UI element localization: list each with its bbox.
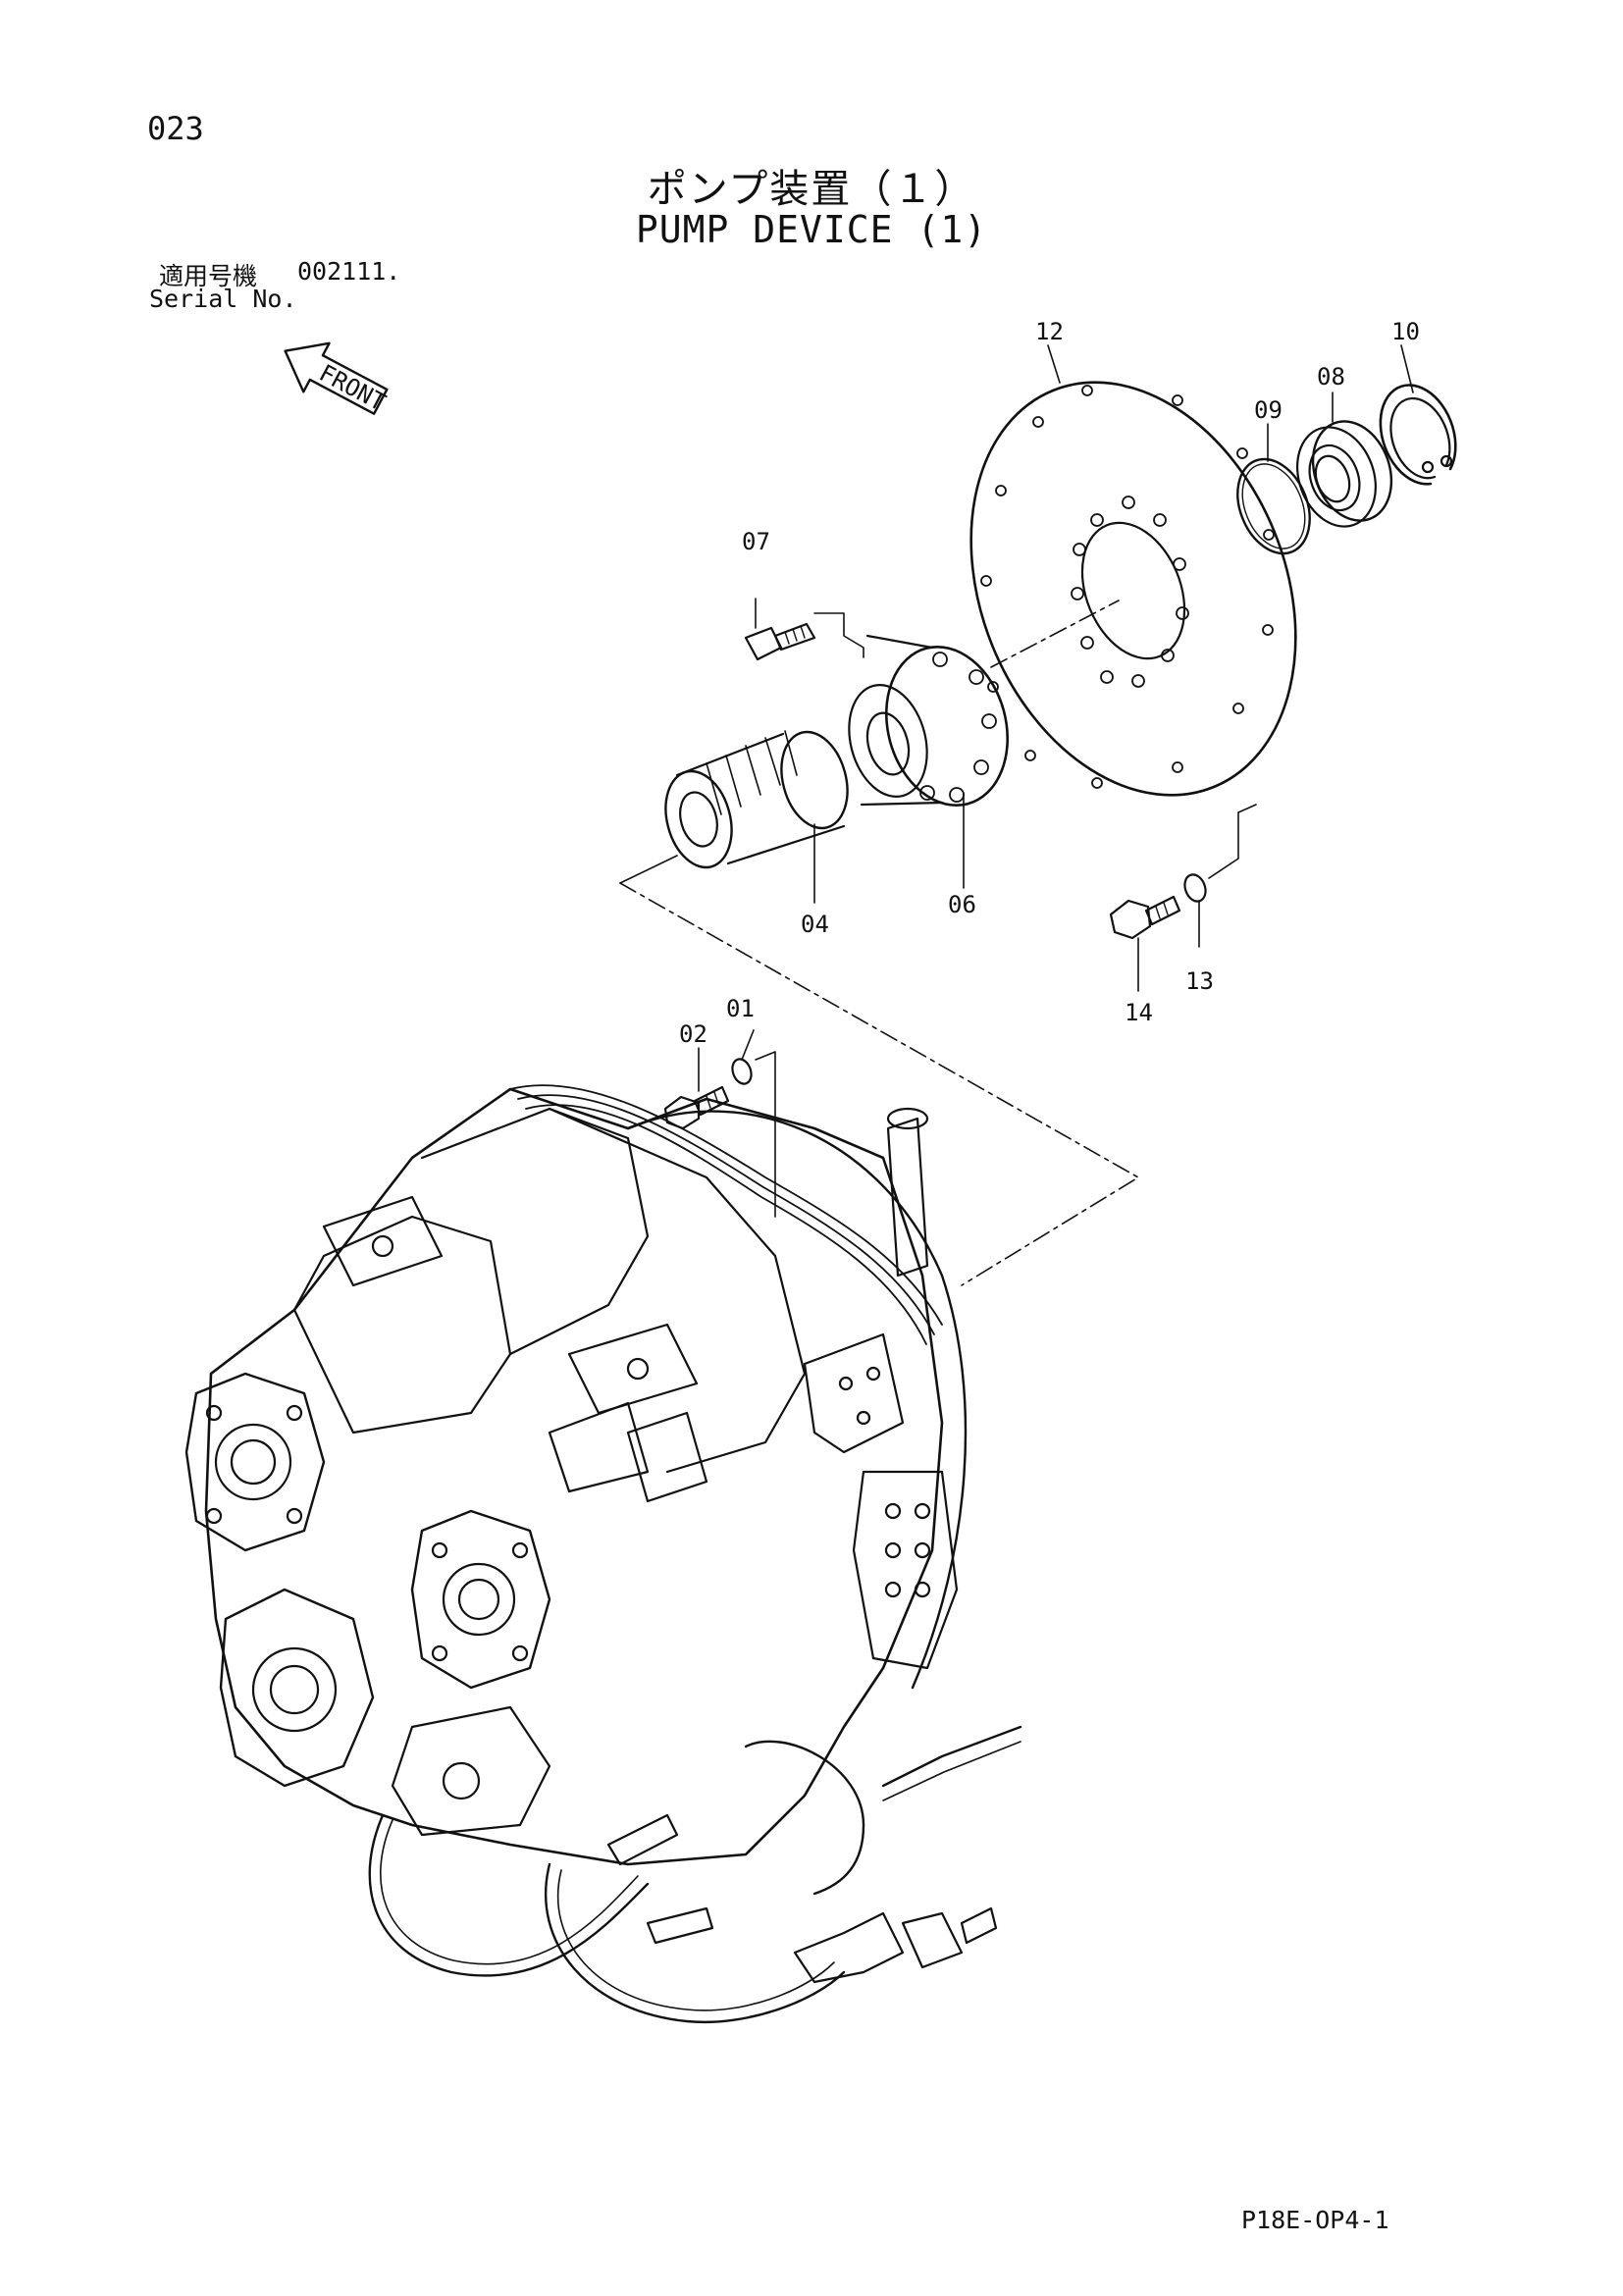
part-label: 13 <box>1185 967 1214 995</box>
part-label: 01 <box>726 995 755 1022</box>
part-label: 10 <box>1391 318 1420 345</box>
part-14-bolt <box>1109 895 1181 992</box>
part-07-bolt <box>744 612 864 661</box>
part-label: 08 <box>1317 363 1345 391</box>
part-label: 06 <box>948 891 976 918</box>
page-title: PUMP DEVICE (1) <box>635 208 988 251</box>
part-label: 04 <box>801 911 829 938</box>
serial-label-japanese: 適用号機 <box>159 262 258 290</box>
part-02-bolt <box>663 1085 730 1130</box>
page-number: 023 <box>147 110 204 147</box>
part-label: 12 <box>1035 318 1064 345</box>
part-01-washer <box>731 1051 776 1218</box>
part-08-bearing <box>1296 420 1393 528</box>
plate-holes <box>980 385 1275 789</box>
front-label: FRONT <box>315 359 391 417</box>
part-10-snap-ring <box>1379 384 1457 486</box>
part-label: 07 <box>742 528 770 555</box>
page-title-japanese: ポンプ装置（１） <box>647 167 976 212</box>
part-label: 14 <box>1125 999 1153 1026</box>
serial-number: 002111. <box>297 257 401 286</box>
part-09-o-ring <box>1236 457 1311 555</box>
front-arrow-icon: FRONT <box>284 341 391 417</box>
pump-assembly <box>184 1084 1022 2024</box>
serial-label: Serial No. <box>149 285 297 313</box>
part-label: 02 <box>679 1020 707 1048</box>
part-13-lock-washer <box>1183 804 1257 948</box>
part-label: 09 <box>1254 396 1283 424</box>
part-06-coupling-hub <box>848 634 1010 808</box>
part-number-labels: 12 10 08 09 07 06 04 13 14 01 02 <box>679 318 1420 1048</box>
part-04-spline-shaft <box>664 730 849 869</box>
leader-lines <box>619 344 1414 1286</box>
document-code: P18E-OP4-1 <box>1241 2206 1389 2234</box>
part-12-flex-plate <box>969 381 1297 797</box>
